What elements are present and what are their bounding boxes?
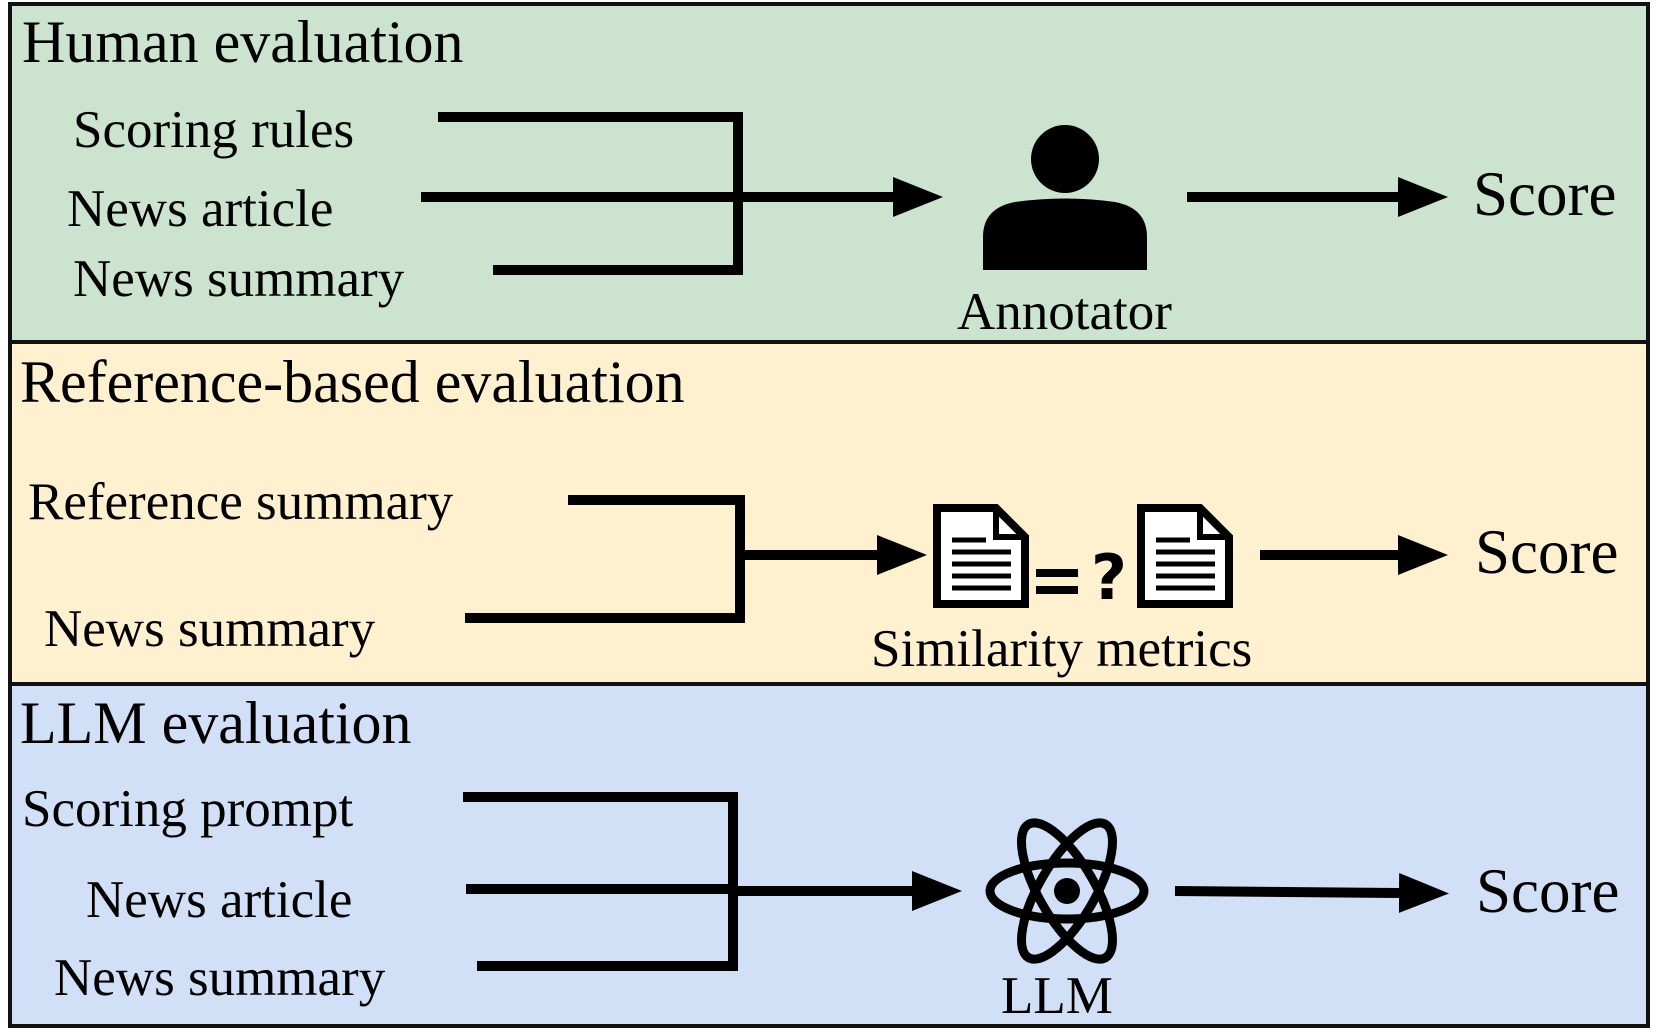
llm-evaluation-title: LLM evaluation [20, 690, 412, 756]
annotator-label: Annotator [957, 283, 1172, 341]
llm-score-label: Score [1476, 856, 1620, 926]
input-news-summary: News summary [73, 250, 405, 308]
similarity-metrics-label: Similarity metrics [871, 620, 1253, 678]
reference-evaluation-panel [8, 340, 1650, 686]
input-reference-summary: Reference summary [28, 473, 454, 531]
input-scoring-rules: Scoring rules [73, 101, 355, 159]
reference-score-label: Score [1475, 517, 1619, 587]
human-evaluation-title: Human evaluation [22, 9, 464, 75]
input-scoring-prompt: Scoring prompt [22, 780, 354, 838]
input-news-summary-ref: News summary [44, 600, 376, 658]
input-news-article: News article [67, 180, 334, 238]
human-score-label: Score [1473, 159, 1617, 229]
input-news-article-llm: News article [86, 871, 353, 929]
input-news-summary-llm: News summary [54, 949, 386, 1007]
llm-evaluation-panel [8, 682, 1650, 1028]
human-evaluation-panel [8, 2, 1650, 344]
llm-label: LLM [1001, 967, 1113, 1025]
reference-evaluation-title: Reference-based evaluation [20, 349, 685, 415]
